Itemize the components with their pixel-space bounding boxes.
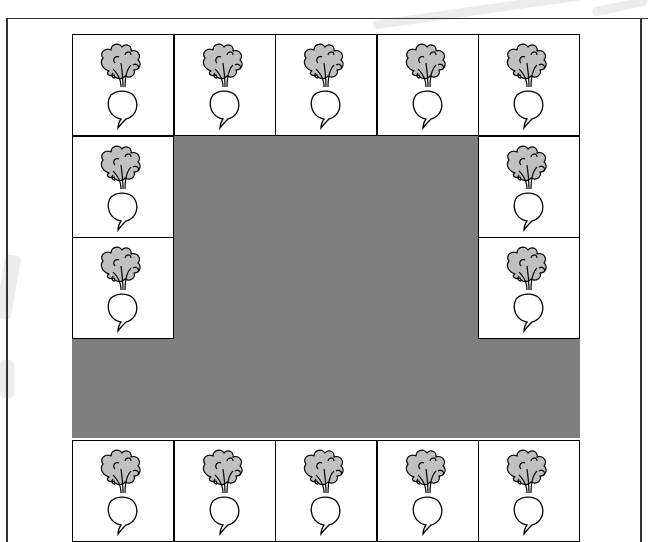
picture-cell — [478, 34, 580, 136]
frame-top-line — [6, 18, 648, 19]
picture-cell — [72, 237, 174, 339]
turnip-icon — [175, 441, 275, 541]
picture-cell — [478, 237, 580, 339]
frame-right-line — [640, 18, 642, 542]
turnip-icon — [479, 238, 579, 338]
turnip-icon — [479, 137, 579, 237]
picture-cell — [478, 440, 580, 542]
picture-cell — [275, 34, 377, 136]
watermark-stroke — [0, 254, 21, 320]
picture-cell — [72, 136, 174, 238]
picture-cell — [72, 440, 174, 542]
turnip-icon — [479, 441, 579, 541]
turnip-icon — [276, 35, 376, 135]
turnip-icon — [175, 35, 275, 135]
frame-left-line — [6, 18, 8, 542]
turnip-icon — [378, 35, 478, 135]
picture-cell — [377, 34, 479, 136]
picture-cell — [72, 34, 174, 136]
picture-cell — [174, 440, 276, 542]
turnip-icon — [276, 441, 376, 541]
watermark-stroke — [592, 0, 648, 17]
turnip-grid — [72, 34, 580, 540]
picture-cell — [275, 440, 377, 542]
picture-cell — [478, 136, 580, 238]
shaded-row — [72, 338, 580, 438]
turnip-icon — [378, 441, 478, 541]
turnip-icon — [73, 441, 173, 541]
watermark-stroke — [372, 0, 581, 30]
picture-cell — [174, 34, 276, 136]
turnip-icon — [73, 238, 173, 338]
turnip-icon — [479, 35, 579, 135]
turnip-icon — [73, 35, 173, 135]
turnip-icon — [73, 137, 173, 237]
picture-cell — [377, 440, 479, 542]
